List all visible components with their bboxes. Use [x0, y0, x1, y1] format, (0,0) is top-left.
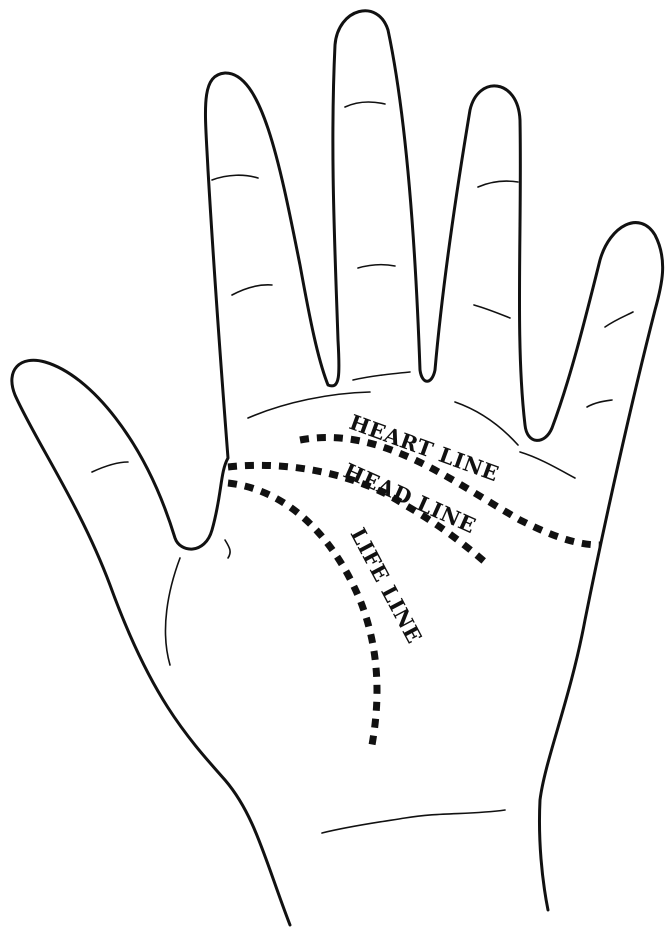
life-line	[228, 483, 377, 745]
life-line-label: LIFE LINE	[346, 524, 428, 648]
hand-outline	[12, 11, 663, 925]
